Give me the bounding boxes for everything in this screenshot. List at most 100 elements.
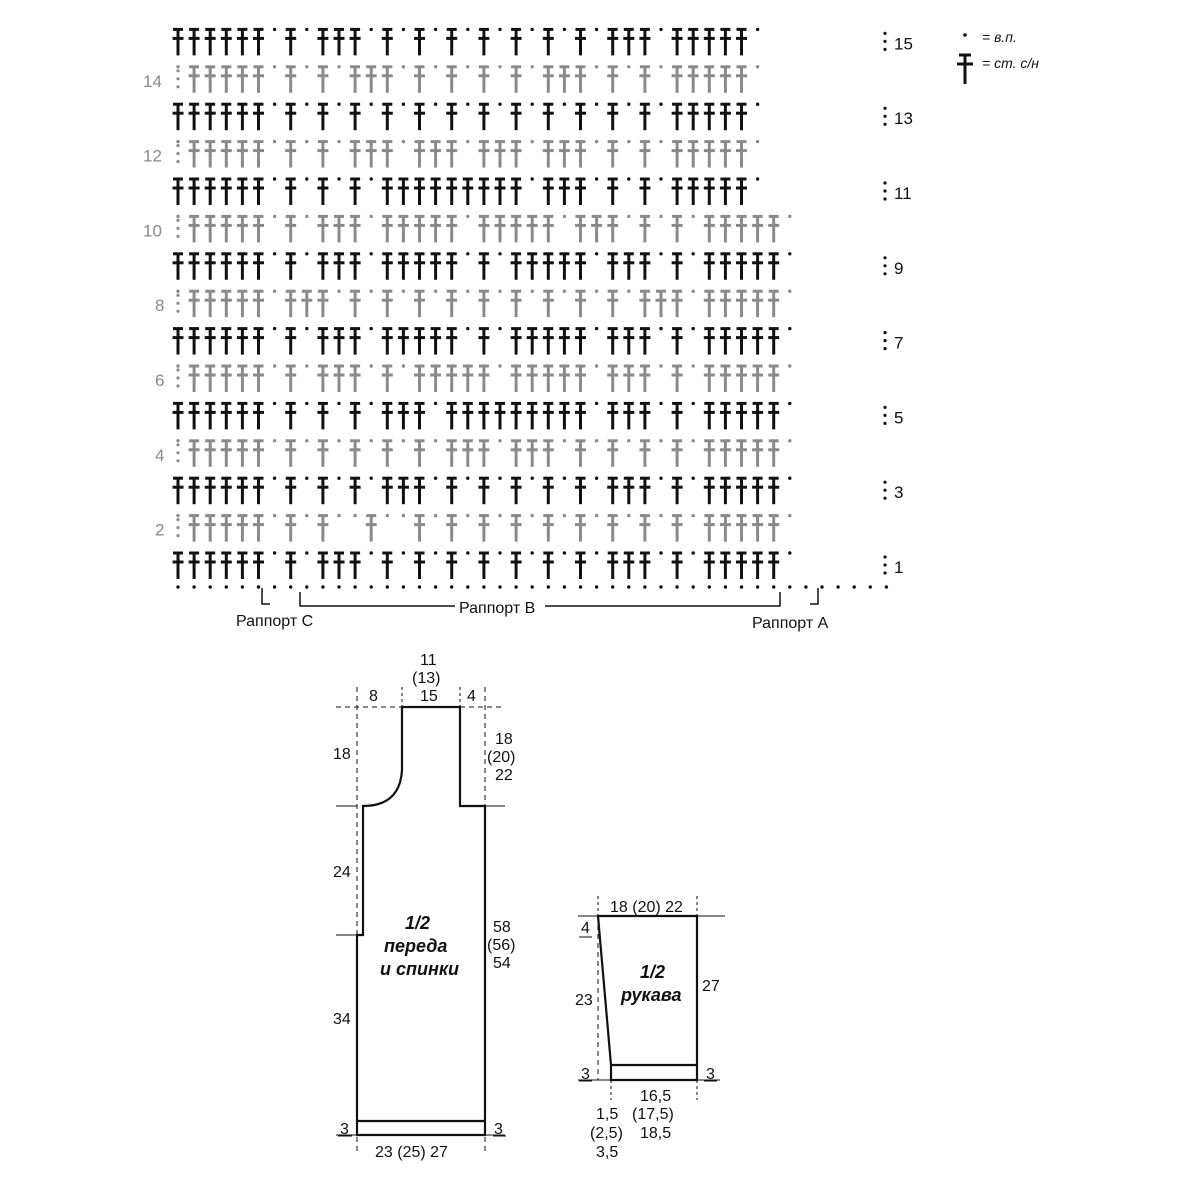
- chain-stitch: [466, 27, 470, 32]
- row-number-12: 12: [143, 147, 162, 166]
- neck-width-label: 8: [369, 688, 378, 705]
- dc-stitch: [446, 102, 458, 131]
- chain-stitch: [272, 551, 277, 555]
- dc-stitch: [687, 65, 699, 93]
- dc-stitch: [623, 252, 635, 280]
- dc-stitch: [752, 514, 764, 542]
- dc-stitch: [446, 401, 458, 430]
- dc-stitch: [414, 551, 425, 579]
- turning-chain: [176, 77, 180, 81]
- dc-stitch: [542, 401, 554, 430]
- chain-stitch: [594, 401, 599, 406]
- top-width-label-1: 11: [420, 652, 437, 669]
- dc-stitch: [220, 140, 232, 168]
- chain-stitch: [272, 139, 277, 144]
- chain-stitch: [369, 439, 373, 443]
- dc-stitch: [333, 27, 345, 56]
- turning-chain: [883, 264, 887, 268]
- dc-stitch: [285, 214, 297, 243]
- chain-stitch: [530, 476, 534, 480]
- dc-stitch: [204, 439, 216, 467]
- turning-chain: [883, 421, 887, 425]
- chain-stitch: [353, 513, 357, 518]
- chain-stitch: [659, 27, 663, 32]
- chain-stitch: [562, 214, 567, 219]
- foundation-chain: [385, 585, 389, 589]
- chain-stitch: [498, 326, 502, 331]
- dc-stitch: [671, 289, 683, 318]
- dc-stitch: [220, 364, 232, 392]
- chain-stitch: [530, 289, 534, 293]
- chain-stitch: [691, 401, 695, 406]
- chain-stitch: [337, 65, 341, 69]
- chain-stitch: [337, 139, 341, 144]
- foundation-chain: [627, 585, 631, 589]
- shoulder-height-label-2: (20): [487, 749, 515, 766]
- foundation-chain: [337, 585, 341, 589]
- chain-stitch: [498, 289, 502, 293]
- chain-stitch: [369, 326, 373, 331]
- dc-stitch: [607, 102, 619, 131]
- turning-chain: [176, 226, 180, 230]
- dc-stitch: [719, 177, 731, 205]
- dc-stitch: [253, 289, 264, 318]
- dc-stitch: [671, 439, 683, 467]
- dc-stitch: [236, 476, 248, 505]
- dc-stitch: [494, 401, 506, 430]
- foundation-chain: [305, 585, 309, 589]
- dc-stitch: [703, 27, 715, 56]
- dc-stitch: [752, 214, 764, 243]
- chain-stitch: [433, 439, 438, 443]
- chain-stitch: [401, 551, 406, 555]
- dc-stitch: [478, 327, 490, 355]
- chain-stitch: [788, 476, 792, 480]
- dc-stitch: [381, 364, 393, 392]
- chain-stitch: [466, 252, 470, 256]
- dc-stitch: [365, 65, 377, 93]
- foundation-chain: [594, 585, 599, 589]
- dc-stitch: [381, 65, 393, 93]
- dc-stitch: [703, 327, 715, 355]
- dc-stitch: [719, 65, 731, 93]
- chain-stitch: [433, 27, 438, 32]
- repeat-b-bracket-right: [545, 592, 781, 607]
- dc-stitch: [478, 289, 490, 318]
- chain-stitch: [562, 102, 567, 106]
- dc-stitch: [381, 214, 393, 243]
- dc-stitch: [381, 476, 393, 505]
- dc-stitch: [703, 252, 715, 280]
- dc-stitch: [446, 252, 458, 280]
- repeat-c-label: Раппорт С: [236, 613, 313, 630]
- dc-stitch: [639, 27, 651, 56]
- dc-stitch: [333, 364, 345, 392]
- chain-stitch: [498, 27, 502, 32]
- turning-chain: [176, 518, 180, 522]
- dc-stitch: [204, 140, 216, 168]
- dc-stitch: [188, 514, 200, 542]
- dc-stitch: [607, 401, 619, 430]
- turning-chain: [176, 376, 180, 380]
- chain-stitch: [498, 102, 502, 106]
- dc-stitch: [671, 476, 683, 505]
- dc-stitch: [719, 252, 731, 280]
- dc-stitch: [188, 252, 200, 280]
- dc-stitch: [719, 327, 731, 355]
- dc-stitch: [381, 327, 393, 355]
- chain-symbol: [963, 33, 967, 37]
- dc-stitch: [478, 476, 490, 505]
- dc-stitch: [623, 364, 635, 392]
- chain-stitch: [627, 289, 631, 293]
- dc-stitch: [188, 177, 200, 205]
- foundation-chain: [772, 585, 776, 589]
- bottom-width-label: 23 (25) 27: [375, 1144, 448, 1161]
- dc-stitch: [575, 551, 586, 579]
- dc-stitch: [478, 551, 490, 579]
- sleeve-outline: [596, 914, 699, 1082]
- dc-stitch: [253, 476, 264, 505]
- foundation-chain: [739, 585, 744, 589]
- cuff-left-label: 3: [581, 1066, 590, 1083]
- dc-stitch: [381, 140, 393, 168]
- chain-stitch: [594, 513, 599, 518]
- dc-stitch: [558, 177, 570, 205]
- dc-stitch: [446, 289, 458, 318]
